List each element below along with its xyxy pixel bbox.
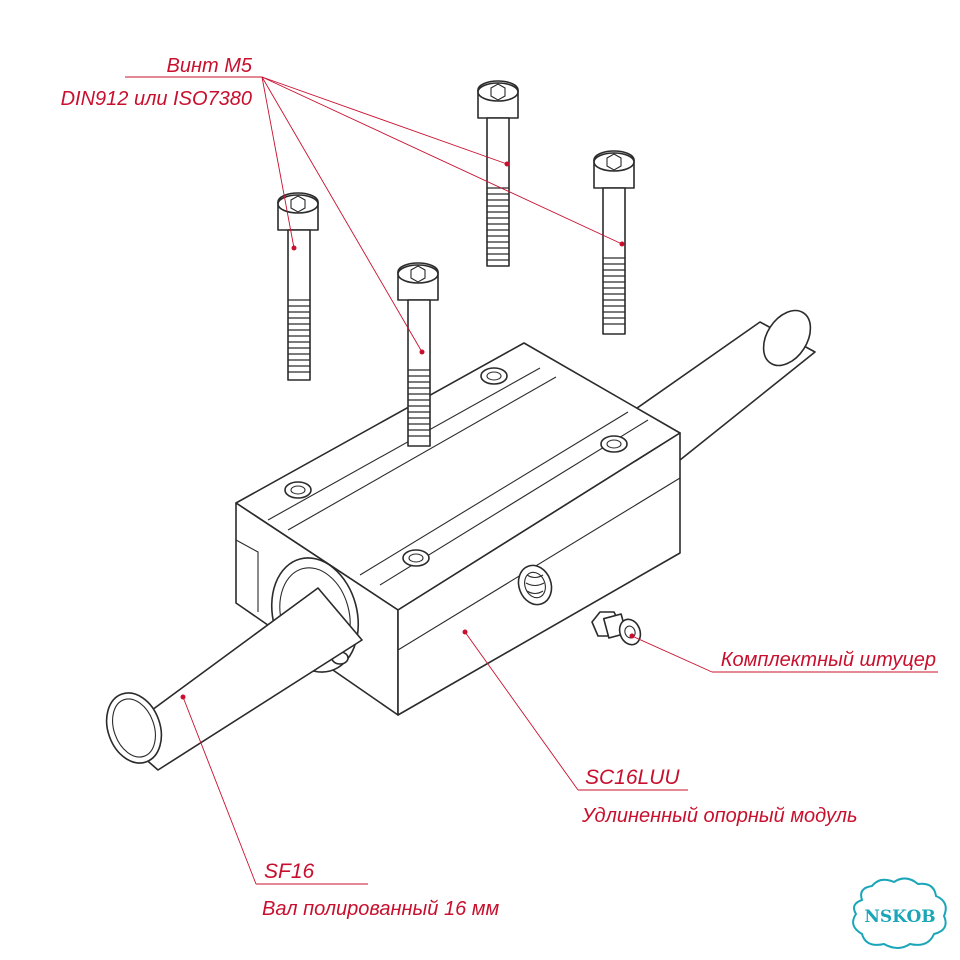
grease-fitting	[591, 611, 642, 646]
module-code-label: SC16LUU	[585, 766, 680, 789]
shaft-leader	[180, 694, 368, 885]
shaft-front	[105, 587, 363, 771]
screw-1	[277, 192, 319, 381]
mounting-holes	[284, 367, 628, 567]
screw-leaders	[125, 76, 625, 355]
shaft-code-label: SF16	[264, 860, 315, 883]
screw-label-line2: DIN912 или ISO7380	[61, 88, 252, 110]
nskob-logo: NSKOB	[852, 877, 947, 949]
screw-4	[593, 150, 635, 335]
screw-3	[477, 80, 519, 267]
shaft-desc-label: Вал полированный 16 мм	[262, 898, 499, 920]
logo-text: NSKOB	[864, 907, 935, 927]
module-desc-label: Удлиненный опорный модуль	[581, 805, 858, 827]
screw-label-line1: Винт М5	[167, 55, 253, 77]
fitting-label: Комплектный штуцер	[721, 649, 936, 671]
screw-2	[397, 262, 439, 447]
fitting-leader	[629, 633, 938, 673]
module-leader	[462, 629, 688, 791]
lube-port	[517, 564, 553, 606]
shaft-rear	[619, 309, 816, 461]
housing-block	[235, 342, 681, 716]
